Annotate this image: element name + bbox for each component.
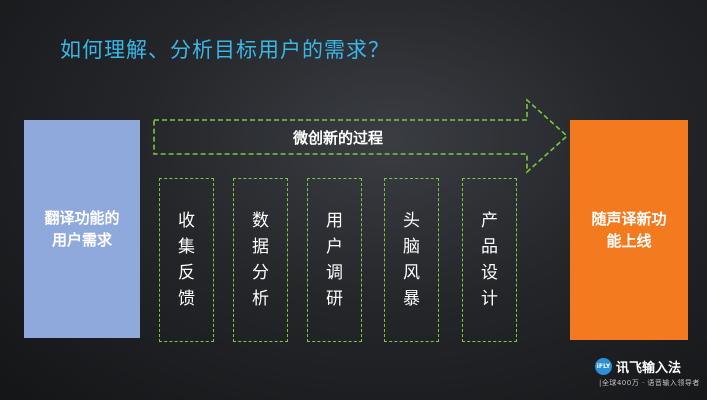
feature-launch-label: 随声译新功 能上线 [591,210,667,250]
step-label: 头脑风暴 [403,211,420,309]
iflytek-logo: iFLY 讯飞输入法 |全球400万 · 语音输入领导者 [595,356,699,390]
step-label: 收集反馈 [178,211,195,309]
step-collect-feedback: 收集反馈 [159,178,214,342]
logo-slogan: |全球400万 · 语音输入领导者 [599,379,700,387]
step-product-design: 产品设计 [462,178,517,342]
feature-launch-box: 随声译新功 能上线 [570,120,688,340]
step-brainstorm: 头脑风暴 [384,178,439,342]
logo-name: 讯飞输入法 [616,361,682,376]
step-label: 数据分析 [252,211,269,309]
user-needs-box: 翻译功能的 用户需求 [24,120,140,338]
step-data-analysis: 数据分析 [233,178,288,342]
step-label: 产品设计 [481,211,498,309]
process-arrow [153,98,569,174]
slide-title: 如何理解、分析目标用户的需求？ [60,38,390,62]
user-needs-label: 翻译功能的 用户需求 [44,209,120,249]
process-arrow-label: 微创新的过程 [292,129,383,147]
step-user-research: 用户调研 [307,178,362,342]
step-label: 用户调研 [326,211,343,309]
iflytek-badge-icon: iFLY [595,358,612,375]
process-arrow-outline [153,98,569,174]
